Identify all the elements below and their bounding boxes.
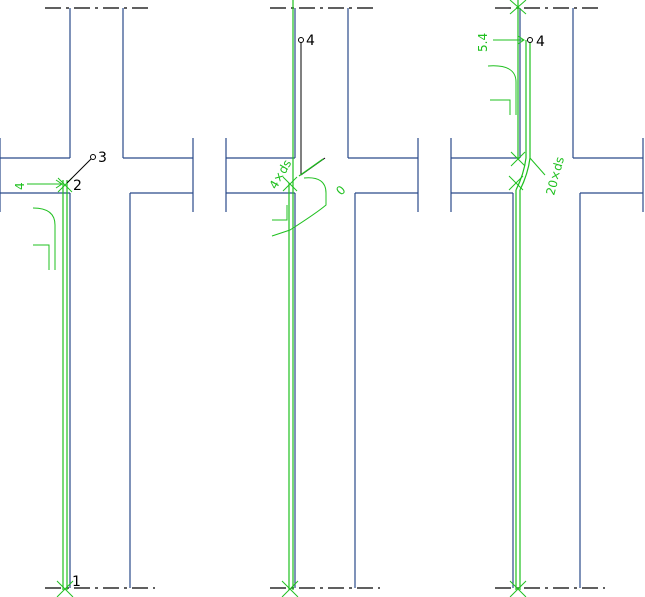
rebar	[508, 0, 531, 597]
dim-label: 5.4	[476, 33, 490, 52]
column-outline	[450, 8, 644, 588]
point-label-1: 1	[72, 574, 81, 590]
panel-2: 4×ds 0 4	[225, 0, 419, 597]
point-label-3: 3	[98, 150, 107, 166]
axis-lines	[270, 7, 380, 589]
dimension-arrow: 5.4 20×ds	[476, 33, 567, 197]
dim-label: 4	[13, 182, 27, 190]
node-4[interactable]	[298, 37, 304, 43]
column-outline	[0, 8, 194, 588]
dim-label-2: 20×ds	[543, 155, 567, 196]
column-outline	[225, 8, 419, 588]
node-4[interactable]	[527, 37, 533, 43]
point-label-4: 4	[306, 33, 315, 49]
panel-3: 5.4 20×ds 4	[450, 0, 644, 597]
axis-lines	[495, 7, 605, 589]
dim-label: 4×ds	[266, 157, 294, 191]
point-label-2: 2	[73, 178, 82, 194]
rebar	[56, 177, 74, 597]
panel-1: 4 1 2 3	[0, 7, 194, 597]
symbol-label: 0	[333, 183, 348, 198]
hook-symbol	[271, 177, 327, 237]
point-label-4: 4	[536, 34, 545, 50]
hook-symbol	[487, 65, 517, 115]
axis-lines	[45, 7, 155, 589]
leader-line	[66, 154, 96, 184]
rebar	[281, 0, 326, 597]
hook-symbol	[32, 207, 56, 270]
dimension-arrow: 4	[13, 179, 63, 190]
node-3[interactable]	[90, 154, 96, 160]
